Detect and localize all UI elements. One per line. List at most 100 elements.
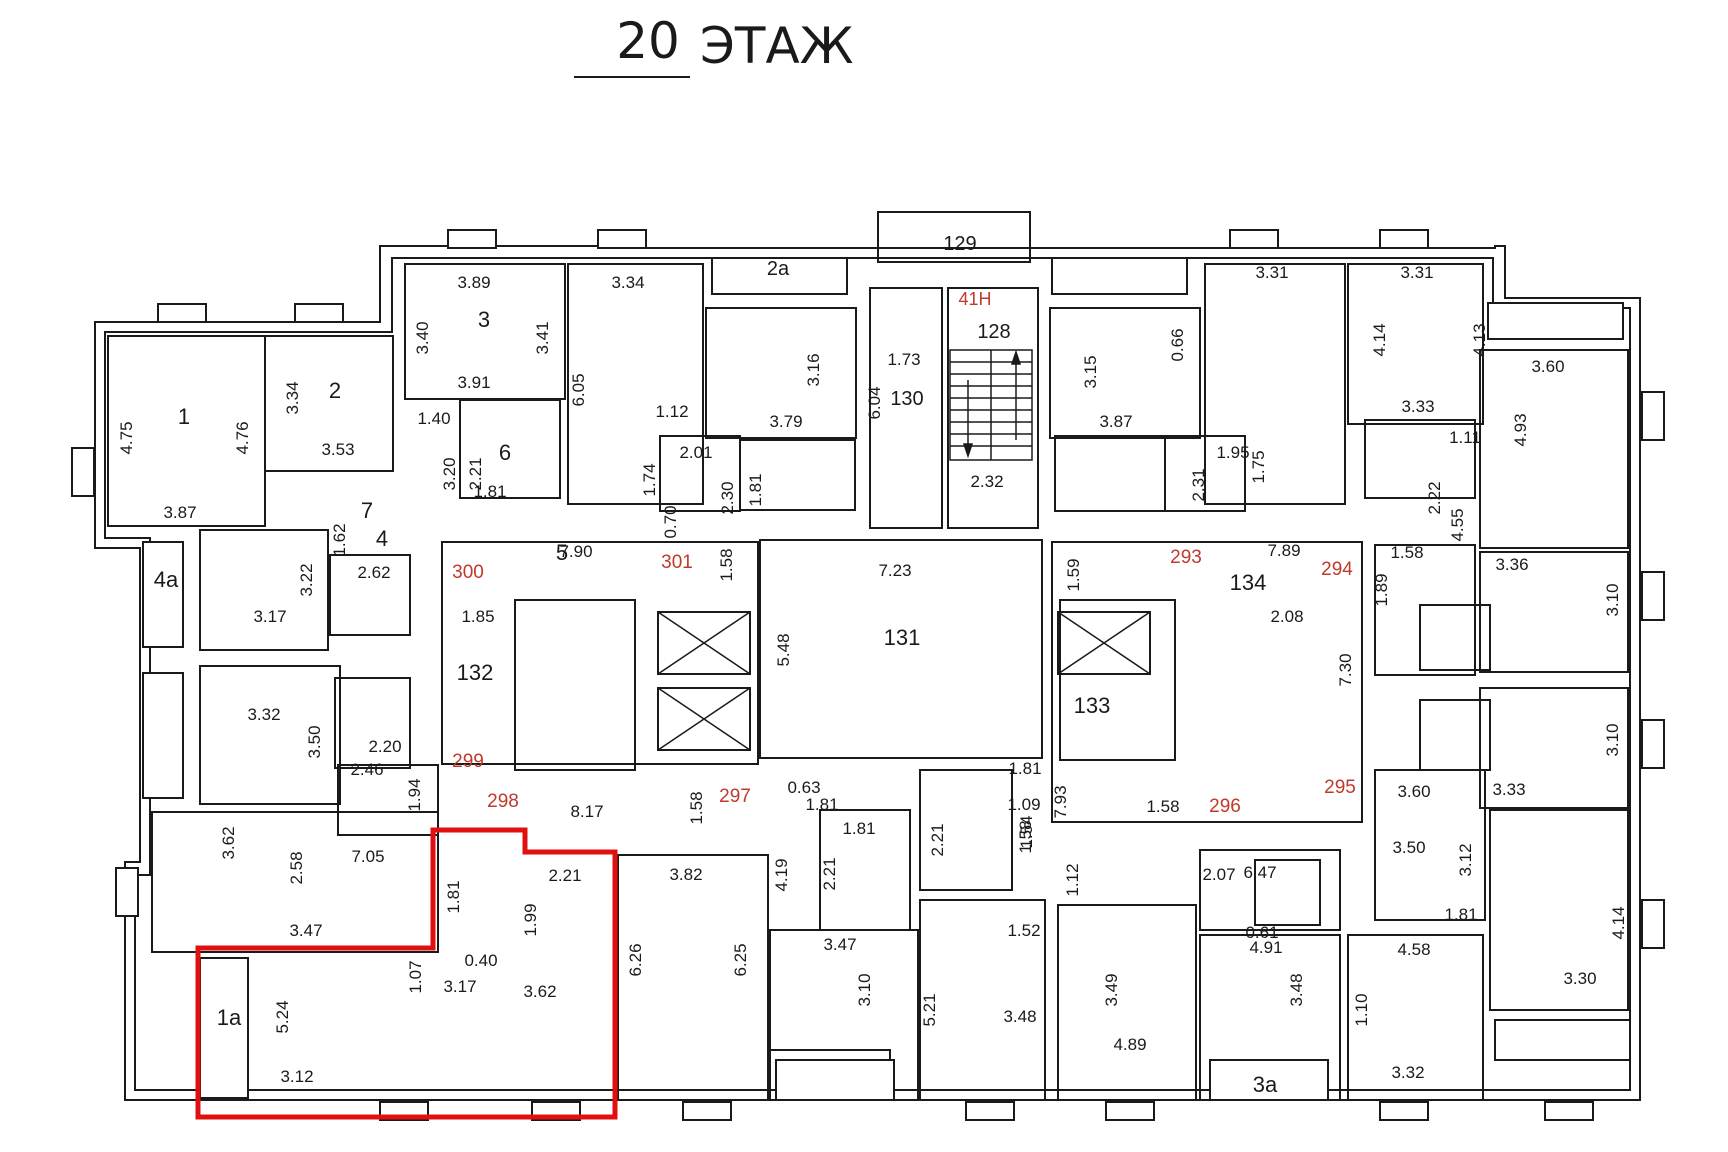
dimension-21: 1.74 [640,463,659,496]
dimension-26: 3.79 [769,412,802,431]
dimension-110: 3.50 [1392,838,1425,857]
dimension-66: 8.17 [570,802,603,821]
dimension-8: 1.81 [473,482,506,501]
dimension-23: 1.81 [746,473,765,506]
dimension-45: 4.55 [1448,508,1467,541]
dimension-49: 1.59 [1064,558,1083,591]
room-number-4: 299 [452,751,484,772]
room-number-0: 300 [452,562,484,583]
room-label-11: 4 [376,526,388,551]
dimension-3: 3.41 [533,321,552,354]
room-label-15: 2а [767,258,790,280]
dimension-37: 3.31 [1400,263,1433,282]
room-label-7: 134 [1230,570,1267,595]
dimension-80: 3.47 [289,921,322,940]
dimension-15: 2.62 [357,563,390,582]
dimension-10: 4.76 [233,421,252,454]
dimension-36: 3.31 [1255,263,1288,282]
dimension-32: 3.87 [1099,412,1132,431]
dimension-57: 3.36 [1495,555,1528,574]
dimension-116: 4.14 [1609,906,1628,939]
dimension-82: 2.21 [548,866,581,885]
dimension-47: 1.58 [717,548,736,581]
dimension-7: 2.21 [466,457,485,490]
dimension-92: 6.25 [731,943,750,976]
room-label-16: 1а [217,1005,242,1030]
dimension-35: 1.75 [1249,450,1268,483]
room-label-14: 7 [361,498,373,523]
dimension-107: 4.89 [1113,1035,1146,1054]
dimension-40: 3.33 [1401,397,1434,416]
dimension-59: 3.32 [247,705,280,724]
dimension-103: 1.12 [1063,863,1082,896]
dimension-48: 7.23 [878,561,911,580]
dimension-113: 4.58 [1397,940,1430,959]
dimension-117: 3.30 [1563,969,1596,988]
dimension-20: 2.01 [679,443,712,462]
dimension-28: 6.04 [865,386,884,419]
dimension-53: 1.85 [461,607,494,626]
floor-title: 20 ЭТАЖ [574,12,854,78]
dimension-104: 2.07 [1202,865,1235,884]
dimension-84: 0.40 [464,951,497,970]
dimension-34: 2.31 [1189,468,1208,501]
dimension-17: 3.17 [253,607,286,626]
dimension-55: 2.08 [1270,607,1303,626]
dimension-30: 3.15 [1081,355,1100,388]
dimension-100: 5.21 [920,993,939,1026]
room-number-5: 298 [487,791,519,812]
dimension-18: 6.05 [569,373,588,406]
dimension-88: 5.24 [273,1000,292,1033]
dimension-46: 7.90 [559,542,592,561]
room-label-9: 2 [329,378,341,403]
dimension-4: 3.91 [457,373,490,392]
dimension-58: 3.10 [1603,583,1622,616]
dimension-41: 3.60 [1531,357,1564,376]
room-label-8: 1 [178,404,190,429]
dimension-42: 1.11 [1449,428,1481,447]
dimension-72: 1.54 [1017,815,1036,848]
dimension-89: 3.12 [280,1067,313,1086]
dimension-22: 2.30 [718,481,737,514]
dimension-115: 3.32 [1391,1063,1424,1082]
dimension-87: 3.62 [523,982,556,1001]
balconies [71,229,1665,1121]
dimension-13: 3.87 [163,503,196,522]
room-number-6: 297 [719,786,751,807]
dimension-86: 3.17 [443,977,476,996]
dimension-51: 1.58 [1390,543,1423,562]
dimension-78: 2.58 [287,851,306,884]
dimension-114: 1.10 [1352,993,1371,1026]
dimension-79: 7.05 [351,847,384,866]
dimension-6: 3.20 [440,457,459,490]
floor-word: ЭТАЖ [700,17,854,75]
dimension-39: 4.13 [1470,323,1489,356]
dimension-95: 2.21 [820,857,839,890]
elevator-shafts [657,611,1151,751]
dimension-70: 1.81 [805,795,838,814]
dimension-105: 0.61 [1245,923,1278,942]
room-label-6: 133 [1074,693,1111,718]
dimension-11: 3.34 [283,381,302,414]
dimension-101: 3.48 [1003,1007,1036,1026]
dimension-96: 3.47 [823,935,856,954]
dimension-75: 1.58 [1146,797,1179,816]
dimension-76: 3.60 [1397,782,1430,801]
dimension-102: 6.47 [1243,863,1276,882]
interior-walls [107,211,1629,1101]
dimension-12: 3.53 [321,440,354,459]
dimension-50: 7.89 [1267,541,1300,560]
dimension-24: 0.70 [661,505,680,538]
dimension-63: 1.94 [405,778,424,811]
dimension-64: 3.10 [1603,723,1622,756]
dimension-74: 7.93 [1051,785,1070,818]
dimension-54: 5.48 [774,633,793,666]
dimension-14: 1.62 [330,523,349,556]
room-label-0: 129 [943,233,976,255]
dimension-27: 1.73 [887,350,920,369]
staircase [949,349,1033,461]
dimension-94: 1.81 [842,819,875,838]
room-number-7: 296 [1209,796,1241,817]
